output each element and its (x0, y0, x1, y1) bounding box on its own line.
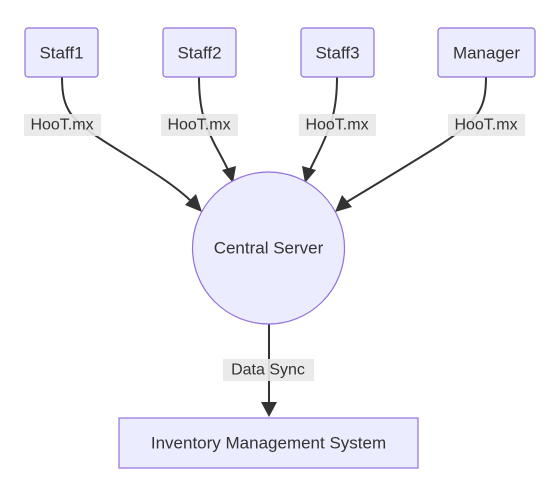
nodes: Staff1 Staff2 Staff3 Manager Central Ser… (24, 27, 536, 469)
edge-labels: HooT.mx HooT.mx HooT.mx HooT.mx Data Syn… (24, 114, 525, 381)
node-manager-label: Manager (453, 44, 520, 63)
node-staff1[interactable]: Staff1 (24, 27, 99, 78)
arrowhead-staff3 (302, 166, 316, 183)
node-central-server-label: Central Server (214, 239, 324, 258)
edges (61, 76, 487, 417)
arrowhead-inventory (261, 402, 277, 417)
edge-staff2-to-server (198, 76, 230, 173)
arrowhead-staff2 (222, 166, 236, 183)
edge-label-staff3: HooT.mx (305, 117, 368, 134)
arrowhead-manager (335, 195, 352, 212)
node-central-server[interactable]: Central Server (191, 171, 346, 325)
edge-staff3-to-server (308, 76, 338, 173)
edge-label-manager: HooT.mx (454, 117, 517, 134)
node-inventory-system-label: Inventory Management System (151, 434, 386, 453)
node-manager[interactable]: Manager (437, 27, 536, 78)
node-staff2[interactable]: Staff2 (162, 27, 237, 78)
edge-label-staff2: HooT.mx (167, 117, 230, 134)
node-staff2-label: Staff2 (177, 44, 221, 63)
edge-manager-to-server (344, 76, 487, 204)
edge-label-staff1: HooT.mx (30, 117, 93, 134)
node-inventory-system[interactable]: Inventory Management System (118, 417, 419, 469)
arrowhead-staff1 (185, 194, 202, 212)
node-staff3[interactable]: Staff3 (300, 27, 375, 78)
node-staff3-label: Staff3 (315, 44, 359, 63)
edge-label-data-sync: Data Sync (231, 362, 305, 379)
edge-staff1-to-server (61, 76, 194, 204)
node-staff1-label: Staff1 (39, 44, 83, 63)
